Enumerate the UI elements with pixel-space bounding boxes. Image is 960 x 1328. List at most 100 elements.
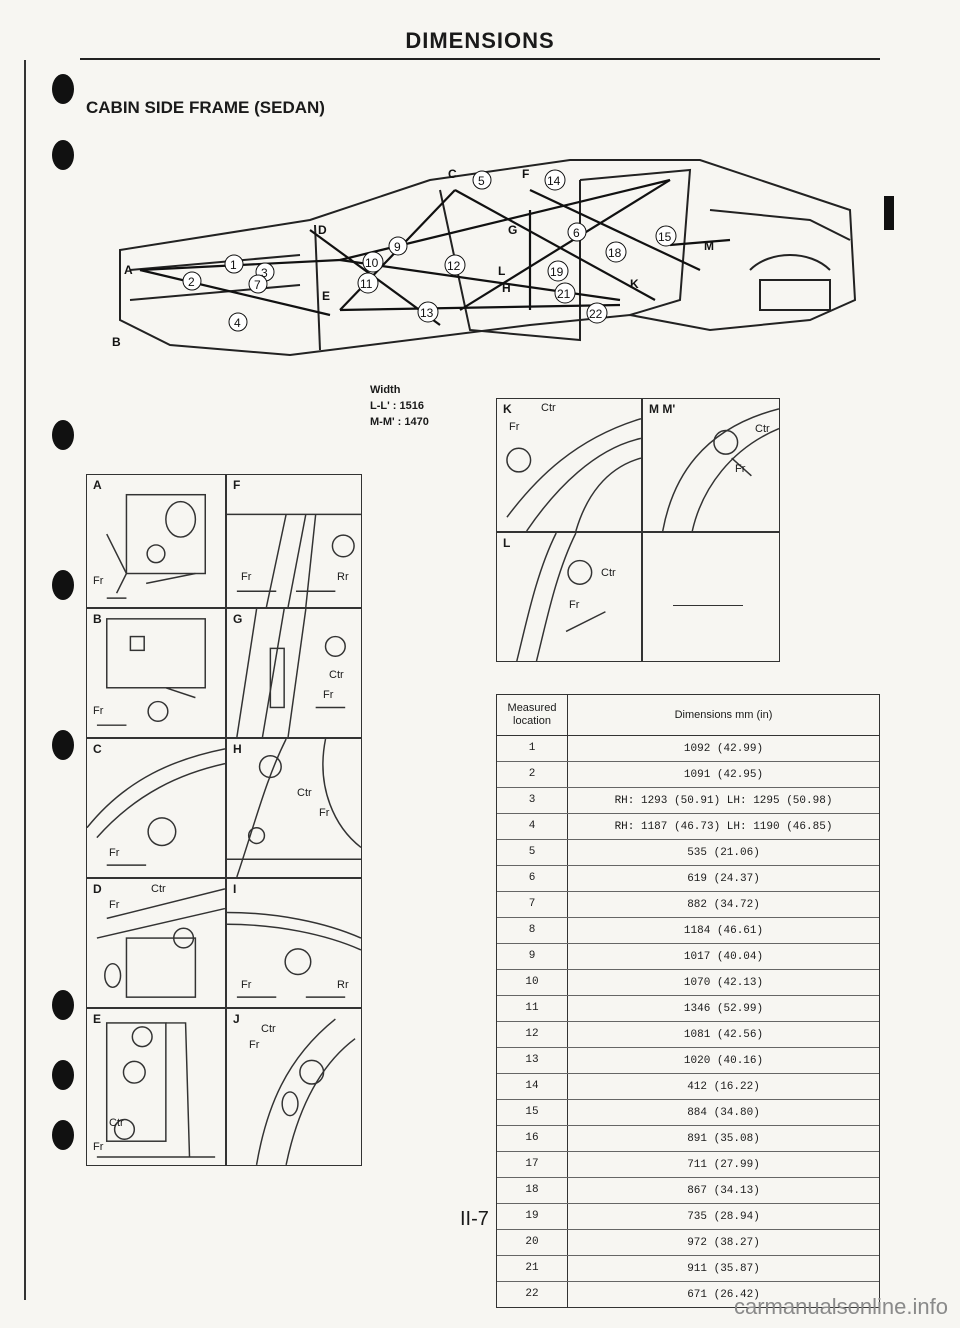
svg-text:3: 3 [261, 266, 268, 280]
svg-text:1: 1 [230, 258, 237, 272]
watermark: carmanualsonline.info [733, 1294, 948, 1319]
cell-location: 7 [497, 892, 568, 917]
table-row: 20 972 (38.27) [497, 1230, 879, 1256]
panel-label-e: E [93, 1012, 102, 1026]
page-title: DIMENSIONS [405, 28, 555, 53]
svg-text:L: L [498, 264, 505, 278]
detail-panel-h: H Ctr Fr [226, 738, 362, 878]
panel-label-j: J [233, 1012, 240, 1026]
svg-text:M: M [704, 239, 714, 253]
cell-dimension: 884 (34.80) [687, 1106, 760, 1119]
cell-location: 19 [497, 1204, 568, 1229]
cell-dimension: 911 (35.87) [687, 1262, 760, 1275]
ctr-label: Ctr [755, 423, 770, 435]
panel-label-m: M M' [649, 402, 676, 416]
blank-line [673, 605, 743, 606]
panel-label-k: K [503, 402, 512, 416]
fr-label: Fr [569, 599, 580, 611]
detail-panel-b: B Fr [86, 608, 226, 738]
cell-dimension: 882 (34.72) [687, 898, 760, 911]
rr-label: Rr [337, 571, 349, 583]
cell-dimension: 735 (28.94) [687, 1210, 760, 1223]
svg-text:C: C [448, 167, 457, 181]
cell-location: 13 [497, 1048, 568, 1073]
table-row: 19 735 (28.94) [497, 1204, 879, 1230]
detail-panel-l: L Ctr Fr [496, 532, 642, 662]
table-row: 9 1017 (40.04) [497, 944, 879, 970]
panel-label-b: B [93, 612, 102, 626]
svg-text:A: A [124, 263, 133, 277]
fr-label: Fr [109, 847, 120, 859]
cell-dimension: RH: 1293 (50.91) LH: 1295 (50.98) [614, 794, 833, 807]
panel-label-i: I [233, 882, 237, 896]
detail-panel-blank [642, 532, 780, 662]
table-row: 4 RH: 1187 (46.73) LH: 1190 (46.85) [497, 814, 879, 840]
cell-dimension: 867 (34.13) [687, 1184, 760, 1197]
cell-location: 6 [497, 866, 568, 891]
detail-j-illustration [255, 1018, 356, 1165]
svg-text:5: 5 [478, 174, 485, 188]
ctr-label: Ctr [601, 567, 616, 579]
svg-text:9: 9 [394, 240, 401, 254]
table-row: 12 1081 (42.56) [497, 1022, 879, 1048]
cell-dimension: 972 (38.27) [687, 1236, 760, 1249]
header-dimensions: Dimensions mm (in) [674, 709, 773, 721]
cell-location: 12 [497, 1022, 568, 1047]
width-l-l: L-L' : 1516 [370, 400, 424, 412]
detail-b-illustration [96, 618, 206, 726]
detail-h-illustration [227, 739, 361, 877]
detail-panel-g: G Ctr Fr [226, 608, 362, 738]
cell-location: 9 [497, 944, 568, 969]
cell-location: 15 [497, 1100, 568, 1125]
binder-hole [52, 74, 74, 104]
svg-text:6: 6 [573, 226, 580, 240]
svg-text:K: K [630, 277, 639, 291]
detail-c-illustration [87, 748, 225, 866]
cell-dimension: RH: 1187 (46.73) LH: 1190 (46.85) [614, 820, 833, 833]
panel-label-f: F [233, 478, 241, 492]
title-rule [80, 58, 880, 60]
fr-label: Fr [509, 421, 520, 433]
svg-text:13: 13 [420, 306, 434, 320]
panel-label-h: H [233, 742, 242, 756]
svg-text:D: D [318, 223, 327, 237]
svg-text:11: 11 [360, 277, 373, 291]
cell-dimension: 1017 (40.04) [683, 950, 764, 963]
detail-l-illustration [516, 533, 606, 661]
cell-dimension: 711 (27.99) [687, 1158, 760, 1171]
cabin-side-frame-diagram: 5 14 9 10 12 11 13 19 21 22 18 6 15 1 2 … [112, 159, 857, 357]
cell-dimension: 412 (16.22) [687, 1080, 760, 1093]
svg-text:7: 7 [254, 278, 261, 292]
fr-label: Fr [241, 571, 252, 583]
fr-label: Fr [109, 899, 120, 911]
cell-location: 21 [497, 1256, 568, 1281]
table-row: 7 882 (34.72) [497, 892, 879, 918]
page-number: II-7 [460, 1208, 489, 1230]
cell-location: 20 [497, 1230, 568, 1255]
cell-location: 5 [497, 840, 568, 865]
detail-panel-i: I Fr Rr [226, 878, 362, 1008]
detail-a-illustration [106, 493, 206, 599]
cell-location: 8 [497, 918, 568, 943]
cell-dimension: 1092 (42.99) [683, 742, 764, 755]
section-tab-mark [884, 196, 894, 230]
cell-dimension: 1081 (42.56) [683, 1028, 764, 1041]
cell-location: 4 [497, 814, 568, 839]
fr-label: Fr [241, 979, 252, 991]
detail-panel-k: K Ctr Fr [496, 398, 642, 532]
binder-hole [52, 1060, 74, 1090]
fr-label: Fr [249, 1039, 260, 1051]
detail-panel-d: D Ctr Fr [86, 878, 226, 1008]
detail-panel-m: M M' Ctr Fr [642, 398, 780, 532]
svg-text:10: 10 [365, 256, 379, 270]
